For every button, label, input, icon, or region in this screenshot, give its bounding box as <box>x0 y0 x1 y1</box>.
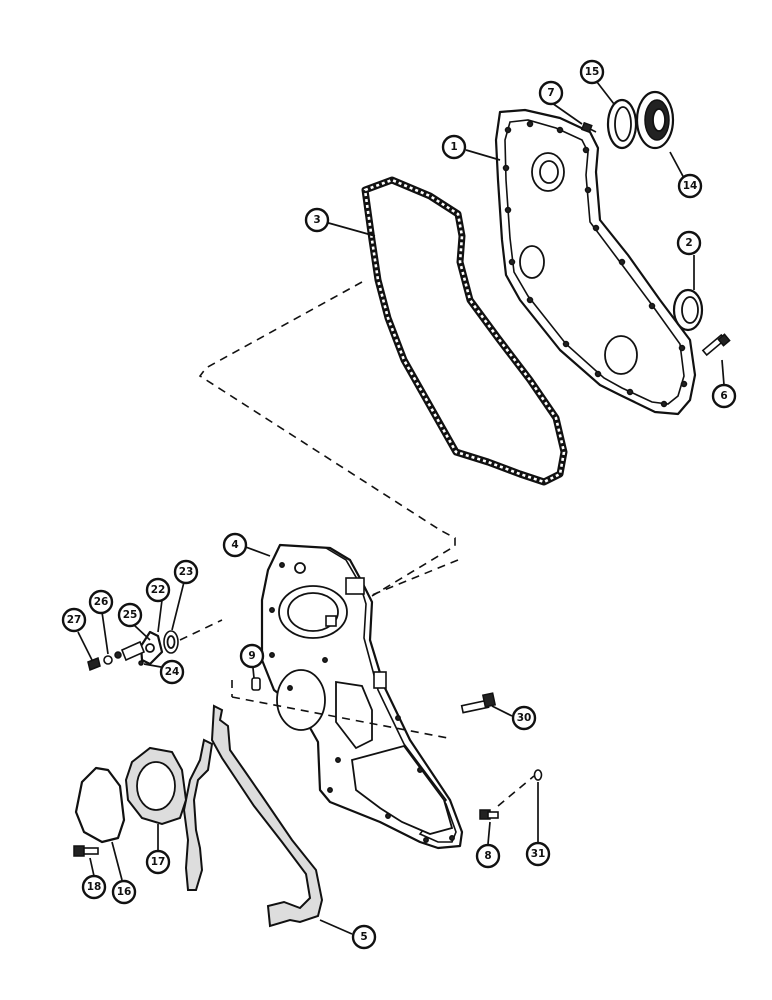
callout-30-label: 30 <box>517 712 532 724</box>
callout-30: 30 <box>511 705 537 731</box>
callout-9-label: 9 <box>248 650 255 662</box>
housing-bolt-part <box>460 692 497 714</box>
callout-31: 31 <box>525 841 551 867</box>
callout-3-label: 3 <box>313 214 320 226</box>
alignment-line-lower <box>497 775 535 807</box>
seal-ring-part <box>606 98 638 150</box>
callout-4: 4 <box>222 532 248 558</box>
callout-18-label: 18 <box>87 881 102 893</box>
callout-2: 2 <box>676 230 702 256</box>
callout-2-label: 2 <box>685 237 692 249</box>
callout-26: 26 <box>88 589 114 615</box>
dowel-pin-part <box>251 677 261 691</box>
callout-24: 24 <box>159 659 185 685</box>
callout-17: 17 <box>145 849 171 875</box>
callout-1-label: 1 <box>450 141 457 153</box>
cover-gasket-part <box>361 176 568 486</box>
callout-24-label: 24 <box>165 666 180 678</box>
callout-4-label: 4 <box>231 539 238 551</box>
callout-18: 18 <box>81 874 107 900</box>
o-ring-part <box>533 769 543 781</box>
callout-9: 9 <box>239 643 265 669</box>
callout-16: 16 <box>111 879 137 905</box>
callout-27-label: 27 <box>67 614 82 626</box>
cover-bolt-holes <box>502 120 688 408</box>
front-cover-part <box>494 108 697 416</box>
callout-8-label: 8 <box>484 850 491 862</box>
callout-14: 14 <box>677 173 703 199</box>
callout-23-label: 23 <box>179 566 194 578</box>
callout-5-label: 5 <box>360 931 367 943</box>
oil-seal-part <box>672 288 704 332</box>
callout-22: 22 <box>145 577 171 603</box>
callout-7-label: 7 <box>547 87 554 99</box>
housing-bolt-holes <box>269 562 455 843</box>
leader-lines <box>77 81 725 935</box>
plate-gasket-part <box>124 746 188 826</box>
callout-15: 15 <box>579 59 605 85</box>
callout-25: 25 <box>117 602 143 628</box>
crankshaft-seal-part <box>635 90 675 150</box>
callout-27: 27 <box>61 607 87 633</box>
alignment-line-housing <box>371 559 459 596</box>
callout-26-label: 26 <box>94 596 109 608</box>
callout-7: 7 <box>538 80 564 106</box>
callout-6-label: 6 <box>720 390 727 402</box>
callout-17-label: 17 <box>151 856 166 868</box>
callout-5: 5 <box>351 924 377 950</box>
plate-screw-part <box>73 845 99 857</box>
callout-6: 6 <box>711 383 737 409</box>
housing-gasket-part <box>182 696 449 928</box>
callout-14-label: 14 <box>683 180 698 192</box>
callout-25-label: 25 <box>123 609 138 621</box>
cover-bolt-part <box>701 333 731 357</box>
callout-1: 1 <box>441 134 467 160</box>
cover-plate-part <box>74 766 126 844</box>
gear-housing-part <box>260 543 464 850</box>
callout-31-label: 31 <box>531 848 546 860</box>
callout-8: 8 <box>475 843 501 869</box>
callout-23: 23 <box>173 559 199 585</box>
callout-22-label: 22 <box>151 584 166 596</box>
callout-16-label: 16 <box>117 886 132 898</box>
small-screw-part <box>580 121 597 134</box>
small-assembly-parts <box>87 619 233 697</box>
callout-3: 3 <box>304 207 330 233</box>
callout-15-label: 15 <box>585 66 600 78</box>
lower-bolt-part <box>479 809 499 820</box>
